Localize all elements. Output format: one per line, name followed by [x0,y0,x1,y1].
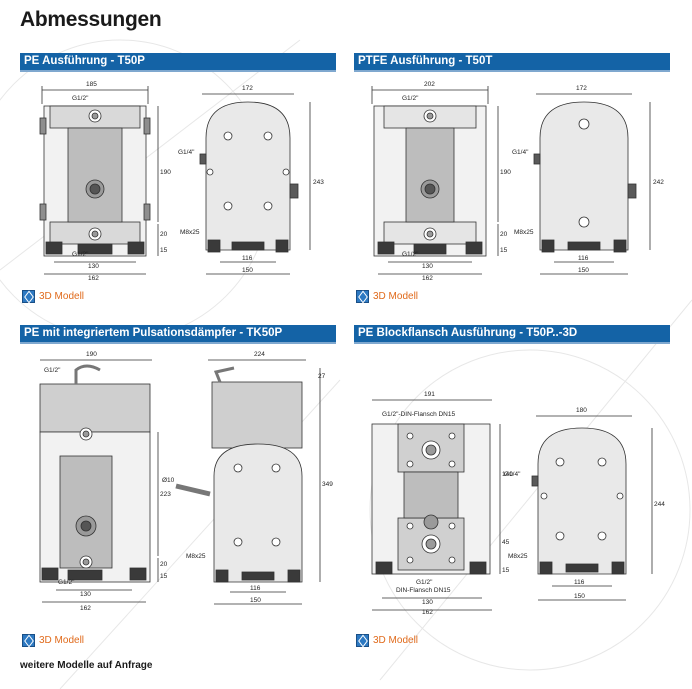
dim-h3: 15 [160,247,168,254]
side-width-top: 172 [242,85,253,92]
side-height: 242 [653,179,664,186]
side-height: 243 [313,179,324,186]
dim-h3: 15 [160,573,168,580]
dim-w1: 130 [422,263,433,270]
page-title: Abmessungen [20,8,162,31]
dim-w2: 162 [422,275,433,282]
dim-width-top: 202 [424,81,435,88]
side-w2: 150 [242,267,253,274]
dim-w2: 162 [88,275,99,282]
dim-w1: 130 [80,591,91,598]
port-top-label: G1/2" [72,95,89,102]
cube-icon [22,634,35,647]
port-bottom-label: G1/2" [402,251,419,258]
drawing-tk50p: 190 G1/2" G1/2" 223 20 15 130 162 224 27… [39,351,333,612]
dim-w1: 130 [88,263,99,270]
side-height: 244 [654,501,665,508]
side-bolt: M8x25 [514,229,534,236]
side-port: Ø10 [162,477,175,484]
3d-model-link-t50p[interactable]: 3D Modell [22,290,84,303]
side-width-top: 224 [254,351,265,358]
drawing-t50p-3d: 191 G1/2"-DIN-Flansch DN15 G1/2" DIN-Fla… [371,391,665,614]
cube-icon [22,290,35,303]
port-top-label: G1/2"-DIN-Flansch DN15 [382,411,455,418]
3d-model-link-label: 3D Modell [373,635,419,646]
dim-w1: 130 [422,599,433,606]
side-port: G1/4" [512,149,529,156]
dim-h1: 190 [500,169,511,176]
3d-model-link-label: 3D Modell [373,291,419,302]
3d-model-link-label: 3D Modell [39,291,85,302]
port-top-label: G1/2" [44,367,61,374]
cube-icon [356,290,369,303]
dim-h1: 140 [502,471,513,478]
panel-heading-t50p-3d: PE Blockflansch Ausführung - T50P..-3D [354,325,670,344]
side-view [199,93,311,275]
cube-icon [356,634,369,647]
side-view [533,93,651,275]
dim-h3: 15 [500,247,508,254]
dim-h3: 15 [502,567,510,574]
side-w1: 116 [578,255,589,262]
side-w1: 116 [250,585,261,592]
3d-model-link-t50t[interactable]: 3D Modell [356,290,418,303]
dim-h2: 20 [160,561,168,568]
side-view [175,359,321,605]
side-w2: 150 [250,597,261,604]
side-bolt: M8x25 [186,553,206,560]
dim-w2: 162 [80,605,91,612]
side-width-top: 180 [576,407,587,414]
side-width-top: 172 [576,85,587,92]
side-h-top: 27 [318,373,326,380]
panel-heading-t50p: PE Ausführung - T50P [20,53,336,72]
dim-width-top: 191 [424,391,435,398]
dim-width-top: 185 [86,81,97,88]
side-w2: 150 [578,267,589,274]
footer-note: weitere Modelle auf Anfrage [20,660,153,671]
front-view [39,86,159,275]
panel-heading-tk50p: PE mit integriertem Pulsationsdämpfer - … [20,325,336,344]
front-view [371,399,501,611]
dim-h2: 20 [160,231,168,238]
3d-model-link-label: 3D Modell [39,635,85,646]
dim-h1: 190 [160,169,171,176]
dim-width-top: 190 [86,351,97,358]
front-view [371,86,499,275]
drawing-t50t: 202 G1/2" G1/2" 190 20 15 130 162 172 G1… [371,81,664,282]
port-bottom-label: G1/2" [72,251,89,258]
side-bolt: M8x25 [508,553,528,560]
side-port: G1/4" [178,149,195,156]
side-height: 349 [322,481,333,488]
port-top-label: G1/2" [402,95,419,102]
port-bottom-label-2: DIN-Flansch DN15 [396,587,451,594]
side-w2: 150 [574,593,585,600]
3d-model-link-tk50p[interactable]: 3D Modell [22,634,84,647]
front-view [39,359,159,603]
port-bottom-label: G1/2" [58,579,75,586]
3d-model-link-t50p-3d[interactable]: 3D Modell [356,634,418,647]
drawing-t50p: 185 G1/2" G1/2" 190 20 15 130 162 172 G1… [39,81,324,282]
side-w1: 116 [242,255,253,262]
side-w1: 116 [574,579,585,586]
side-view [531,415,653,601]
side-bolt: M8x25 [180,229,200,236]
dim-h2: 20 [500,231,508,238]
panel-heading-t50t: PTFE Ausführung - T50T [354,53,670,72]
dim-h2: 45 [502,539,510,546]
port-bottom-label: G1/2" [416,579,433,586]
dim-w2: 162 [422,609,433,614]
dim-h1: 223 [160,491,171,498]
side-port: G1/4" [504,471,521,478]
